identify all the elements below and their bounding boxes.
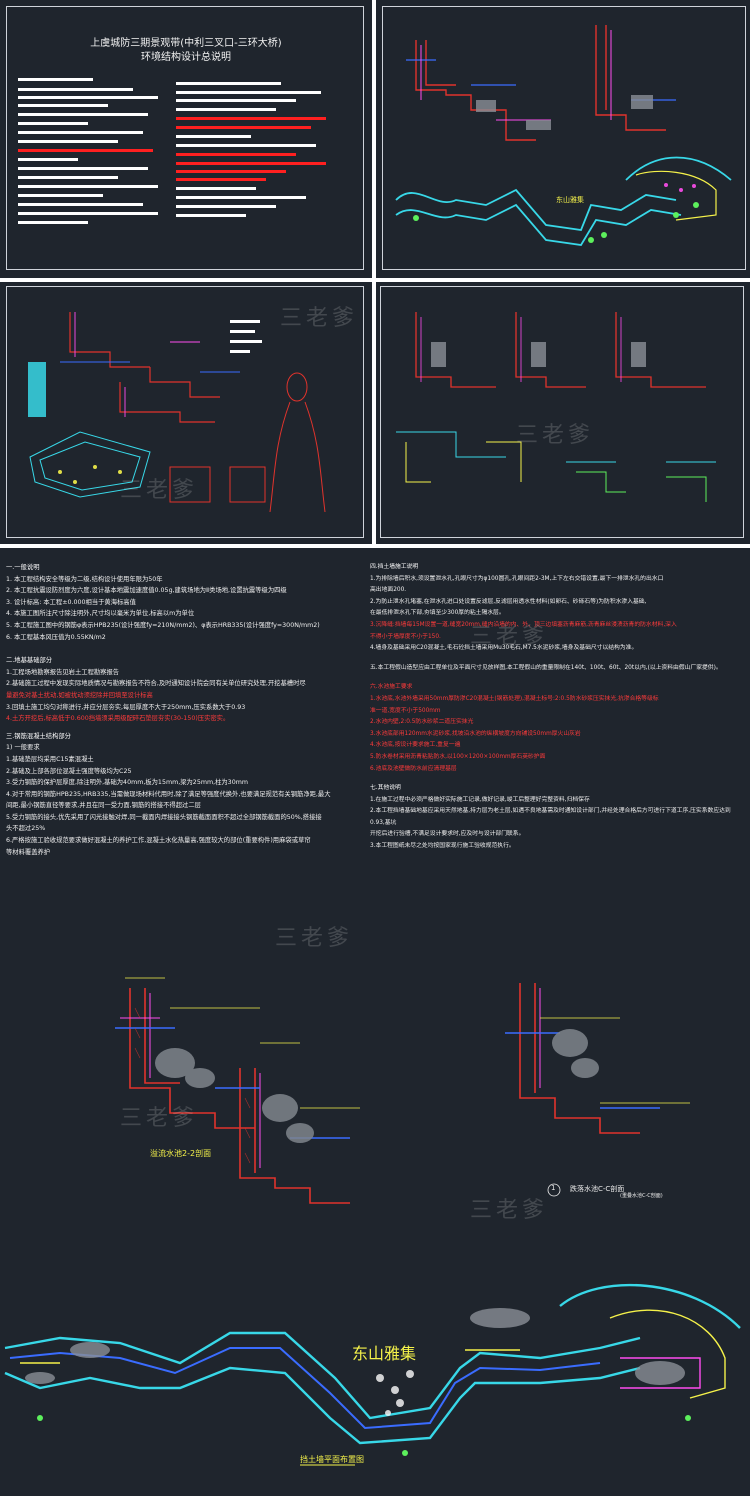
note-line: 2. 本工程抗震设防烈度为六度,设计基本地震加速度值0.05g,建筑场地为Ⅱ类场… — [6, 587, 287, 595]
note-line: 4.墙身及基础采用C20混凝土,毛石砼挡土墙采用Mu30毛石,M7.5水泥砂浆,… — [370, 645, 638, 652]
notes-sheet: 一.一般说明 1. 本工程结构安全等级为二级,结构设计使用年限为50年 2. 本… — [0, 548, 750, 948]
right-section-subtitle: (重叠水池C-C剖面) — [620, 1193, 663, 1199]
note-line: 4. 本施工图所注尺寸除注明外,尺寸均以毫米为单位,标高以m为单位 — [6, 610, 195, 618]
plan-place-name: 东山雅集 — [352, 1344, 417, 1363]
detail-drawing-b — [396, 312, 716, 502]
right-section-title: 跌落水池C-C剖面 — [570, 1185, 625, 1193]
note-line: 等材料覆盖养护 — [6, 848, 51, 856]
plan-caption: 挡土墙平面布置图 — [300, 1455, 364, 1464]
sheet-title: 上虞城防三期景观带(中利三叉口-三环大桥) 环境结构设计总说明 — [0, 37, 372, 65]
note-line: 1. 本工程结构安全等级为二级,结构设计使用年限为50年 — [6, 575, 163, 583]
watermark: 三老爹 — [516, 423, 595, 448]
sheet-title-line2: 环境结构设计总说明 — [141, 52, 231, 63]
note-line: 6.严格按施工验收规范要求做好混凝土的养护工作,混凝土水化热量高,强度较大的部位… — [6, 837, 311, 845]
note-line: 3.受力钢筋的保护层厚度,除注明外,基础为40mm,板为15mm,梁为25mm,… — [6, 779, 248, 787]
other-heading: 七.其他说明 — [370, 785, 401, 792]
note-line: 5. 本工程施工图中的钢筋φ表示HPB235(设计强度fy=210N/mm2)、… — [6, 621, 320, 629]
note-line: 开挖后进行验槽,不满足设计要求时,应及时与设计部门联系。 — [370, 831, 525, 838]
notes-right-column: 四.挡土墙施工说明 1.为排除墙后积水,须设置泄水孔,孔眼尺寸为φ100圆孔,孔… — [370, 562, 740, 853]
note-line: 量避免对基土扰动,如被扰动须挖除并回填至设计标高 — [6, 691, 153, 699]
detail-drawing-a — [28, 312, 326, 513]
retaining-heading: 四.挡土墙施工说明 — [370, 564, 419, 570]
sheet-frame — [6, 6, 364, 270]
note-line: 4.土方开挖后,标高低于0.600挡墙须采用级配碎石垫层夯实(30-150)压实… — [6, 715, 230, 723]
note-line: 1.在施工过程中必须严格做好实际施工记录,做好记录,竣工后整理好完整资料,归档保… — [370, 796, 590, 803]
watermark: 三老爹 — [275, 926, 354, 948]
section-drawings: 溢流水池2-2剖面 1 跌落水池C-C剖面 (重叠水池C-C剖面) 三老爹 三老… — [0, 948, 750, 1278]
section-drawing — [395, 25, 732, 246]
section-drawings-svg — [115, 977, 690, 1204]
note-line: 3.沉降缝:挡墙每15M设置一道,缝宽20mm,缝内沿墙的内、外、顶三边填塞沥青… — [370, 621, 677, 628]
note-line: 5.防水卷材采用沥青粘贴防水,以100×1200×100mm厚石英砂护面 — [370, 753, 546, 760]
note-line: 4.水池底,按设计要求施工,重复一遍 — [370, 742, 461, 749]
note-line: 4.对于常用的钢筋HPB235,HRB335,当需做现场材料代用时,除了满足等强… — [6, 790, 331, 798]
sheet-sections-plan: 东山雅集 — [376, 0, 750, 278]
note-line: 2.基础施工过程中发现实际地质情况与勘察报告不符合,及时通知设计院会同有关单位研… — [6, 680, 306, 688]
note-line: 3. 设计标高: 本工程±0.000相当于黄海标高值 — [6, 598, 136, 606]
notes-left-column: 一.一般说明 1. 本工程结构安全等级为二级,结构设计使用年限为50年 2. 本… — [6, 562, 331, 858]
note-line: 在最低排泄水孔下部,夯填至少300厚的粘土隔水层。 — [370, 610, 505, 617]
foundation-heading: 二.地基基础部分 — [6, 657, 53, 665]
left-section-title: 溢流水池2-2剖面 — [150, 1149, 212, 1158]
watermark: 三老爹 — [470, 1198, 549, 1223]
plan-drawing — [4, 1283, 741, 1466]
sheet-frame — [6, 286, 364, 538]
note-line: 6. 本工程基本风压值为0.55KN/m2 — [6, 633, 106, 641]
shape-note: 五.本工程假山造型应由工程单位及平面尺寸见放样图,本工程假山的重量限制在140t… — [370, 664, 722, 671]
sheet-title-line1: 上虞城防三期景观带(中利三叉口-三环大桥) — [90, 38, 282, 49]
sheet-cover: 上虞城防三期景观带(中利三叉口-三环大桥) 环境结构设计总说明 — [0, 0, 372, 278]
note-line: 不得小于墙厚度不小于150. — [370, 633, 441, 640]
note-line: 高出地面200. — [370, 587, 407, 594]
note-line: 头不超过25% — [6, 825, 46, 833]
concrete-heading: 三.钢筋混凝土结构部分 — [6, 732, 71, 740]
note-line: 间距,最小钢筋直径等要求,并且在同一受力面,钢筋的搭接不得超过二层 — [6, 802, 201, 810]
note-line: 3.水池底部用120mm水泥砂浆,找坡沿水池的纵横坡度方向铺设50mm厚火山灰岩 — [370, 730, 581, 737]
note-line: 2.为防止泄水孔堵塞,在泄水孔进口处设置反滤层,反滤层用透水性材料(如卵石、砂砾… — [370, 598, 647, 605]
sheet-frame — [382, 6, 746, 270]
note-line: 6.池底及池壁做防水前应清理基层 — [370, 765, 457, 772]
note-line: 2.水池内壁,2:0.5防水砂浆二道压实抹光 — [370, 719, 474, 726]
sheet-details-a: 三老爹 三老爹 — [0, 282, 372, 544]
note-line: 1.水池底,水池外墙采用50mm厚防渗C20混凝土(钢筋处理),混凝土标号:2:… — [370, 695, 659, 702]
note-line: 准一道,宽度不小于500mm — [370, 707, 441, 714]
note-line: 2.基础及上部各部位混凝土强度等级均为C25 — [6, 767, 132, 775]
general-heading: 一.一般说明 — [6, 564, 40, 571]
notes-bars — [18, 78, 326, 224]
sheet-frame — [380, 286, 744, 538]
watermark: 三老爹 — [280, 306, 359, 331]
note-line: 3.回填土施工均匀对称进行,并应分层夯实,每层厚度不大于250mm,压实系数大于… — [6, 703, 246, 711]
note-line: 5.受力钢筋的接头,优先采用了闪光接触对焊,同一截面内焊接接头钢筋截面面积不超过… — [6, 813, 322, 821]
watermark: 三老爹 — [120, 478, 199, 503]
watermark: 三老爹 — [120, 1106, 199, 1131]
section-marker-circle — [547, 1183, 561, 1197]
note-line: 1.为排除墙后积水,须设置泄水孔,孔眼尺寸为φ100圆孔,孔眼间距2-3M,上下… — [370, 575, 664, 582]
right-section-number: 1 — [551, 1184, 556, 1192]
note-line: 1) 一般要求 — [6, 744, 40, 752]
note-line: 1.基础垫层均采用C15素混凝土 — [6, 755, 94, 763]
retaining-wall-plan: 东山雅集 挡土墙平面布置图 — [0, 1278, 750, 1496]
plan-name-small: 东山雅集 — [556, 196, 584, 204]
note-line: 1.工程场地勘察报告见岩土工程勘察报告 — [6, 668, 120, 676]
pond-heading: 六.水池施工要求 — [370, 684, 413, 691]
note-line: 2.本工程挡墙基础地基应采用天然地基,持力层为老土层,如遇不良地基需及时通知设计… — [370, 808, 731, 826]
note-line: 3.本工程图纸未尽之处均按国家现行施工验收规范执行。 — [370, 843, 515, 850]
watermark: 三老爹 — [470, 624, 549, 649]
sheet-details-b: 三老爹 — [376, 282, 750, 544]
